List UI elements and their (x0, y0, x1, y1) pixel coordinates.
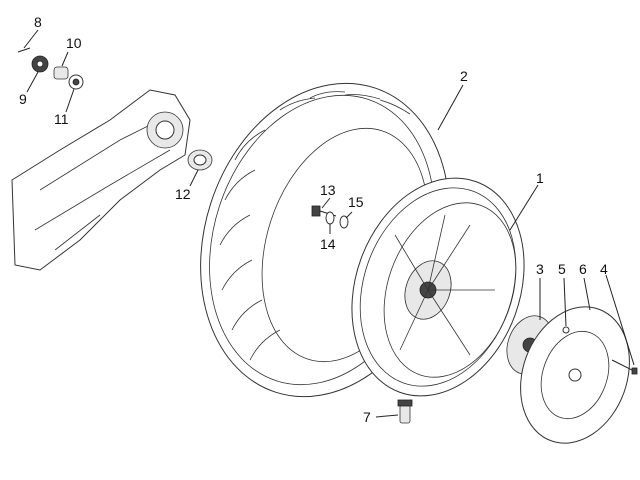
wheel-rim (351, 177, 525, 397)
callout-2: 2 (460, 68, 468, 84)
bearing-11 (68, 74, 84, 90)
callout-5: 5 (558, 261, 566, 277)
callout-4: 4 (600, 261, 608, 277)
washer-14 (325, 211, 335, 225)
callout-labels: 1 2 3 4 5 6 7 8 9 10 11 12 13 14 15 (19, 14, 608, 425)
brake-disc (520, 306, 630, 444)
callout-10: 10 (66, 35, 82, 51)
callout-11: 11 (54, 111, 69, 127)
callout-1: 1 (536, 170, 544, 186)
callout-12: 12 (175, 186, 191, 202)
callout-15: 15 (348, 194, 364, 210)
swing-arm (11, 89, 191, 271)
washer-5 (562, 326, 570, 334)
callout-9: 9 (19, 91, 27, 107)
bushing-10 (53, 66, 69, 80)
callout-3: 3 (536, 261, 544, 277)
callout-8: 8 (34, 14, 42, 30)
leader-lines (23, 29, 635, 418)
callout-14: 14 (320, 236, 336, 252)
callout-7: 7 (363, 409, 371, 425)
callout-13: 13 (320, 182, 336, 198)
callout-6: 6 (579, 261, 587, 277)
valve-7 (397, 399, 413, 424)
pin-8 (17, 47, 31, 53)
gear-9 (31, 55, 49, 73)
bolt-4 (611, 359, 638, 375)
washer-15 (339, 215, 349, 229)
bearing-12 (187, 149, 213, 171)
